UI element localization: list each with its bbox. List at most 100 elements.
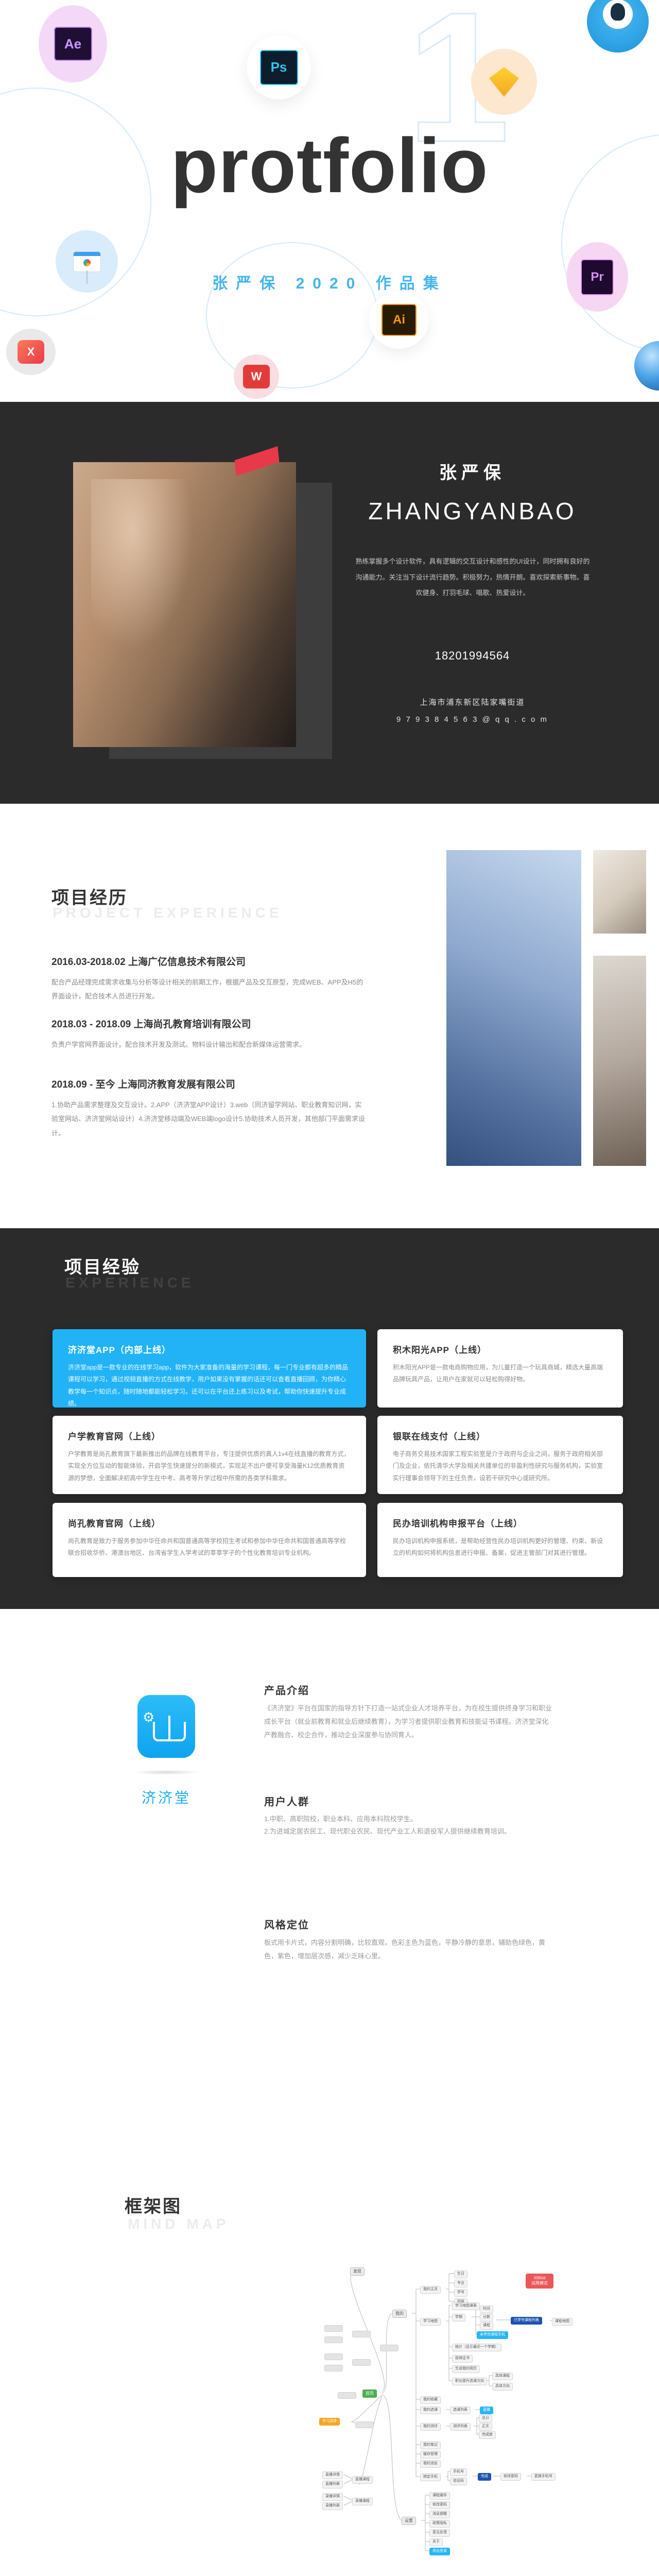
mindmap-node — [324, 2325, 343, 2332]
mindmap-node: 课程缓存 — [429, 2492, 450, 2500]
product-intro-title: 产品介绍 — [264, 1685, 309, 1697]
mindmap-node — [352, 2359, 371, 2366]
experience-card-title: 济济堂APP（内部上线） — [68, 1345, 171, 1355]
mindmap-node: 手机号 — [450, 2468, 467, 2476]
profile-email: 9 7 9 3 8 4 5 6 3 @ q q . c o m — [396, 715, 548, 724]
experience-card-body: 积木阳光APP是一款电商购物应用，为儿童打造一个玩具商城，精选大量高端品牌玩具产… — [393, 1364, 603, 1383]
history-entry-title: 2018.03 - 2018.09 上海尚孔教育培训有限公司 — [51, 1019, 251, 1030]
mindmap-node — [324, 2336, 343, 2343]
mindmap-node: 生成我的简历 — [452, 2365, 480, 2373]
history-entry-title: 2018.09 - 至今 上海同济教育发展有限公司 — [51, 1079, 235, 1090]
profile-name: 张严保 — [439, 463, 506, 483]
sketch-icon-bubble — [471, 49, 537, 115]
mindmap-node: 我的主页 — [420, 2286, 441, 2294]
mindmap-node: 统计（显示最近一个学期） — [452, 2344, 501, 2351]
mindmap-node: 职业提升选课方向 — [452, 2378, 487, 2385]
mindmap-node: 具体课程 — [492, 2372, 513, 2380]
experience-card-title: 户学教育官网（上线） — [68, 1432, 161, 1442]
mindmap-node — [324, 2353, 343, 2360]
mindmap-node: 我的测评 — [420, 2423, 441, 2431]
experience-card: 积木阳光APP（上线） 积木阳光APP是一款电商购物应用，为儿童打造一个玩具商城… — [377, 1329, 623, 1408]
mindmap-node: 分数 — [480, 2314, 493, 2321]
mindmap-node: 正文 — [479, 2423, 492, 2431]
history-entry-body: 配合产品经理完成需求收集与分析等设计相关的前期工作，根据产品及交互原型，完成WE… — [51, 978, 363, 1001]
product-users-line2: 2.为进城定居农民工、现代职业农民、现代产业工人和退役军人提供继续教育培训。 — [264, 1827, 511, 1835]
cinema4d-icon — [634, 341, 659, 391]
wps-icon: W — [243, 365, 270, 388]
mindmap-node: 退出登录 — [429, 2548, 450, 2555]
mindmap-node: 我的选课 — [420, 2406, 441, 2414]
mindmap-node: 直播详情 — [322, 2471, 343, 2479]
history-entry-body: 负责户学官网界面设计，配合技术开发及测试。物料设计输出和配合新媒体运营需求。 — [51, 1041, 306, 1048]
mindmap-node: 发现 — [350, 2267, 365, 2276]
mindmap-node: 我的 — [392, 2310, 407, 2318]
xmind-badge-line2: 试用模式 — [531, 2281, 548, 2286]
mindmap-node: 我的笔记 — [420, 2442, 441, 2449]
mindmap-node: 录播课程 — [352, 2498, 373, 2505]
ai-icon-bubble: Ai — [369, 291, 429, 349]
mindmap-node: 学习地图课表 — [452, 2302, 480, 2310]
profile-phone: 18201994564 — [435, 649, 510, 662]
hero-subtitle: 张严保 2020 作品集 — [212, 275, 447, 292]
experience-ghost-title: EXPERIENCE — [65, 1275, 195, 1291]
xmind-icon: X — [18, 340, 44, 364]
mindmap-title: 框架图 — [125, 2197, 182, 2216]
mindmap-node — [324, 2365, 343, 2371]
product-users-line1: 1.中职、高职院校，职业本科、应用本科院校学生。 — [264, 1815, 417, 1823]
experience-card: 民办培训机构申报平台（上线） 民办培训机构申报系统，是帮助经营性民办培训机构更好… — [377, 1503, 623, 1577]
ae-icon-bubble: Ae — [39, 5, 107, 82]
students-photo — [593, 850, 646, 934]
mindmap-node: 学号 — [454, 2289, 467, 2297]
experience-card-body: 户学教育是尚孔教育旗下最新推出的品牌在线教育平台，专注提供优质的真人1v4在线直… — [68, 1450, 350, 1482]
xmind-trial-badge: XMind 试用模式 — [526, 2274, 553, 2289]
hero-section: 1 Ae Ps Pr Ai X W protfolio 张严保 2020 作品集 — [0, 0, 659, 402]
mindmap-node: 绑定手机 — [420, 2473, 441, 2481]
mindmap-node — [352, 2331, 371, 2337]
mindmap-node: 首页 — [362, 2389, 377, 2398]
mindmap-node: 专业 — [454, 2280, 467, 2287]
history-entry: 2016.03-2018.02 上海广亿信息技术有限公司 配合产品经理完成需求收… — [51, 954, 366, 1004]
mindmap-node: 生日 — [454, 2270, 467, 2278]
profile-address: 上海市浦东新区陆家嘴街道 — [420, 698, 525, 707]
history-entry: 2018.03 - 2018.09 上海尚孔教育培训有限公司 负责户学官网界面设… — [51, 1016, 366, 1052]
xmind-badge-line1: XMind — [533, 2276, 546, 2280]
mindmap-node: 课程 — [480, 2322, 493, 2330]
mindmap-node: 政策隐私 — [429, 2520, 450, 2528]
photoshop-icon: Ps — [259, 49, 298, 85]
mindmap-node: 获得证书 — [452, 2355, 473, 2363]
mindmap-node: 录播详情 — [322, 2493, 343, 2501]
mindmap-node: 直播 — [480, 2406, 493, 2414]
history-section: 项目经历 PROJECT EXPERIENCE 2016.03-2018.02 … — [0, 804, 659, 1228]
experience-card: 尚孔教育官网（上线） 尚孔教育是致力于服务参加中华任命共和国普通高等学校招生考试… — [53, 1503, 366, 1577]
mindmap-node: 关于 — [429, 2538, 443, 2546]
product-style-title: 风格定位 — [264, 1920, 309, 1931]
profile-photo — [73, 462, 296, 747]
experience-card: 户学教育官网（上线） 户学教育是尚孔教育旗下最新推出的品牌在线教育平台，专注提供… — [53, 1416, 366, 1494]
experience-card-title: 银联在线支付（上线） — [393, 1432, 485, 1442]
keynote-stand — [86, 270, 88, 284]
xmind-icon-bubble: X — [6, 329, 56, 375]
product-intro-body: 《济济堂》平台在国家的指导方针下打造一站式企业人才培养平台，为在校生提供终身学习… — [264, 1704, 552, 1739]
mindmap-node: 我的消息 — [420, 2460, 441, 2468]
history-entry: 2018.09 - 至今 上海同济教育发展有限公司 1.协助产品需求整理及交互设… — [51, 1077, 366, 1140]
product-block: ⚙ 济济堂 产品介绍 《济济堂》平台在国家的指导方针下打造一站式企业人才培养平台… — [0, 1609, 659, 2576]
product-users-title: 用户人群 — [264, 1797, 309, 1808]
experience-card: 银联在线支付（上线） 电子商务交易技术国家工程实验室是介于政府与企业之间，服务于… — [377, 1416, 623, 1494]
mindmap-node: 修改密码 — [429, 2501, 450, 2509]
laptop-photo — [593, 956, 646, 1166]
experience-title: 项目经验 — [64, 1258, 141, 1277]
mindmap-node: 消息提醒 — [429, 2511, 450, 2518]
experience-card-body: 电子商务交易技术国家工程实验室是介于政府与企业之间，服务于政府相关部门及企业，依… — [393, 1450, 603, 1482]
mindmap-node: 设置 — [402, 2517, 416, 2525]
mindmap-node: 具体方向 — [492, 2383, 513, 2391]
mindmap-node: 修改密码 — [500, 2473, 521, 2481]
ps-icon-bubble: Ps — [247, 35, 311, 99]
experience-card-title: 尚孔教育官网（上线） — [68, 1519, 161, 1529]
jjt-app-icon: ⚙ — [137, 1695, 195, 1758]
premiere-icon: Pr — [581, 259, 614, 295]
profile-bio: 熟练掌握多个设计软件，具有逻辑的交互设计和感性的UI设计，同时拥有良好的沟通能力… — [355, 557, 590, 597]
mindmap-ghost-title: MIND MAP — [128, 2216, 230, 2232]
mindmap-node: 测评列表 — [450, 2423, 471, 2431]
after-effects-icon: Ae — [54, 27, 92, 61]
